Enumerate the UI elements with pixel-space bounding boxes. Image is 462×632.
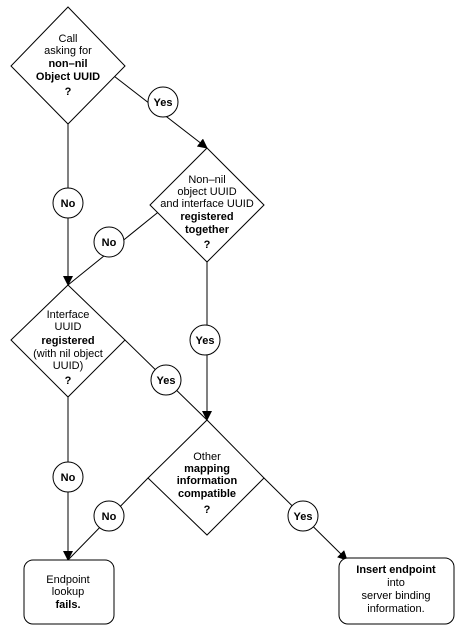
edge-d2-no-label: No bbox=[102, 237, 117, 249]
decision-line: Interface bbox=[47, 309, 90, 321]
edge-d2-yes-label: Yes bbox=[196, 335, 215, 347]
decision-line: UUID bbox=[55, 321, 82, 333]
decision-line: non–nil bbox=[48, 58, 87, 70]
decision-line: UUID) bbox=[53, 360, 84, 372]
edge-d3-yes-circle bbox=[150, 364, 182, 396]
decision-diamond-compatible bbox=[147, 419, 265, 536]
decision-line: Object UUID bbox=[36, 71, 100, 83]
outcome-line: server binding bbox=[361, 590, 430, 602]
decision-line: registered bbox=[180, 211, 233, 223]
outcome-line: lookup bbox=[52, 586, 84, 598]
outcome-text-insert: Insert endpoint into server binding info… bbox=[356, 564, 436, 615]
decision-line: mapping bbox=[184, 463, 230, 475]
edge-d4-yes-label: Yes bbox=[294, 511, 313, 523]
outcome-line: Insert endpoint bbox=[356, 564, 436, 576]
outcome-text-fail: Endpoint lookup fails. bbox=[46, 574, 89, 611]
edge-d1-no-label: No bbox=[61, 198, 76, 210]
decision-line: Non–nil bbox=[188, 174, 225, 186]
outcome-line: fails. bbox=[55, 599, 80, 611]
edge-d2-yes-circle bbox=[189, 324, 221, 356]
outcome-box-fail bbox=[23, 559, 115, 625]
decision-text-registered-together: Non–nil object UUID and interface UUID r… bbox=[160, 174, 254, 251]
decision-line: compatible bbox=[178, 488, 236, 500]
decision-line: asking for bbox=[44, 45, 92, 57]
decision-diamond-object-uuid bbox=[10, 6, 126, 125]
edge-d1-yes-label: Yes bbox=[154, 97, 173, 109]
decision-line: and interface UUID bbox=[160, 198, 254, 210]
outcome-box-insert bbox=[338, 557, 455, 625]
edge-d4-no-label: No bbox=[102, 511, 117, 523]
decision-line: registered bbox=[41, 335, 94, 347]
edge-d4-yes-circle bbox=[287, 500, 319, 532]
decision-line: information bbox=[177, 475, 238, 487]
edge-d1-no-circle bbox=[52, 187, 84, 219]
edge-d3-no-label: No bbox=[61, 472, 76, 484]
decision-line: Call bbox=[59, 33, 78, 45]
outcome-line: Endpoint bbox=[46, 574, 89, 586]
edge-d2-no-circle bbox=[93, 226, 125, 258]
edge-d3-no-circle bbox=[52, 461, 84, 493]
edge-d3-yes-label: Yes bbox=[157, 375, 176, 387]
edge-d1-yes-circle bbox=[147, 86, 179, 118]
outcome-line: information. bbox=[367, 603, 424, 615]
decision-line: together bbox=[185, 224, 230, 236]
outcome-line: into bbox=[387, 577, 405, 589]
decision-line: ? bbox=[65, 375, 72, 387]
edge-d4-no-circle bbox=[93, 500, 125, 532]
decision-line: ? bbox=[65, 86, 72, 98]
decision-line: ? bbox=[204, 239, 211, 251]
decision-text-object-uuid: Call asking for non–nil Object UUID ? bbox=[36, 33, 100, 98]
decision-diamond-registered-together bbox=[149, 147, 265, 263]
decision-text-interface-uuid: Interface UUID registered (with nil obje… bbox=[33, 309, 103, 387]
decision-line: ? bbox=[204, 504, 211, 516]
decision-line: (with nil object bbox=[33, 348, 103, 360]
decision-text-compatible: Other mapping information compatible ? bbox=[177, 451, 238, 516]
decision-line: Other bbox=[193, 451, 221, 463]
decision-line: object UUID bbox=[177, 186, 236, 198]
decision-diamond-interface-uuid bbox=[10, 284, 126, 398]
